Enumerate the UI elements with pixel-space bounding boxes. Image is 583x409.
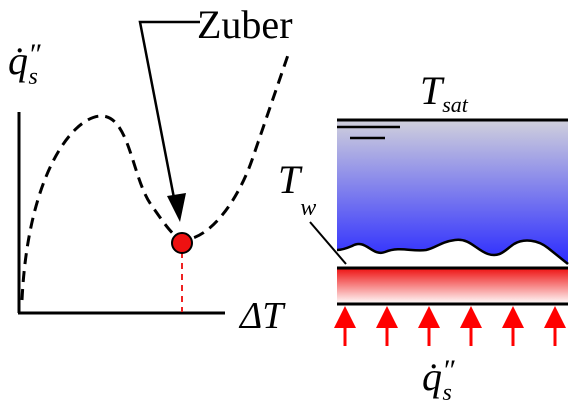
zuber-label: Zuber — [197, 2, 293, 47]
heat-arrow-head — [544, 306, 566, 328]
heat-flux-arrows — [334, 306, 566, 346]
liquid-region — [337, 120, 568, 264]
boiling-curve-plot: Zuber q̇″s ΔT — [8, 2, 293, 337]
zuber-pointer-line — [138, 20, 200, 199]
pool-boiling-schematic: Tsat Tw q̇″s — [278, 68, 569, 406]
heat-arrow-head — [502, 306, 524, 328]
zuber-pointer-arrowhead — [167, 193, 186, 222]
heat-arrow-head — [376, 306, 398, 328]
t-wall-label: Tw — [278, 157, 316, 221]
x-axis-label: ΔT — [238, 295, 286, 337]
t-wall-leader-line — [309, 221, 347, 265]
heat-arrow-head — [334, 306, 356, 328]
heat-arrow-head — [418, 306, 440, 328]
boiling-curve — [20, 54, 290, 301]
heat-arrow-head — [460, 306, 482, 328]
y-axis-label: q̇″s — [8, 38, 41, 90]
t-sat-label: Tsat — [420, 68, 469, 117]
heat-flux-label: q̇″s — [422, 354, 455, 406]
zuber-point-marker — [171, 232, 193, 254]
vapor-interface — [336, 238, 569, 265]
heater-plate — [337, 268, 568, 304]
